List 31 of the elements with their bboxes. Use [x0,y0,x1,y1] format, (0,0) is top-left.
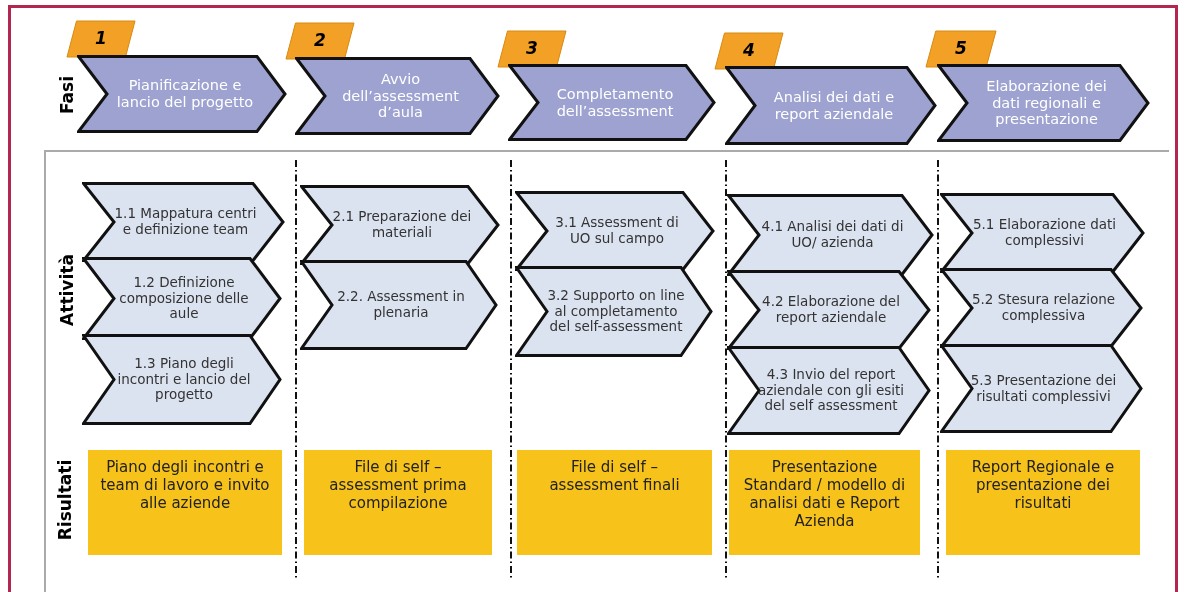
row-label: Fasi [56,76,79,114]
activity-step: 4.1 Analisi dei dati di UO/ azienda [727,194,934,276]
step-number-tab: 5 [925,30,997,68]
activity-step: 5.1 Elaborazione dati complessivi [940,193,1145,273]
activity-step: 4.2 Elaborazione del report aziendale [727,270,931,350]
activity-step: 1.1 Mappatura centri e definizione team [82,182,285,262]
row-label: Attività [56,254,79,326]
activity-step: 1.2 Definizione composizione delle aule [82,257,282,340]
activity-step: 1.3 Piano degli incontri e lancio del progetto [82,334,282,425]
result-box: Presentazione Standard / modello di analisi dati e Report Azienda [729,450,920,555]
step-number-tab: 4 [714,32,784,70]
result-box: File di self – assessment finali [517,450,712,555]
activity-step: 5.3 Presentazione dei risultati complessivi [940,344,1143,433]
step-number-tab: 3 [497,30,567,68]
phase-step: Avvio dell’assessment d’aula [295,57,500,135]
result-box: File di self – assessment prima compilazione [304,450,492,555]
phase-step: Completamento dell’assessment [508,64,716,141]
result-box: Report Regionale e presentazione dei risultati [946,450,1140,555]
activity-step: 2.1 Preparazione dei materiali [300,185,500,265]
phase-step: Pianificazione e lancio del progetto [77,55,287,133]
activity-step: 2.2. Assessment in plenaria [300,260,498,350]
row-label: Risultati [54,459,77,541]
activity-step: 3.2 Supporto on line al completamento del self-assessment [515,266,713,357]
phase-step: Elaborazione dei dati regionali e presentazione [937,64,1150,142]
result-box: Piano degli incontri e team di lavoro e invito alle aziende [88,450,282,555]
step-number-tab: 1 [66,20,136,58]
activity-step: 3.1 Assessment di UO sul campo [515,191,715,271]
activity-step: 5.2 Stesura relazione complessiva [940,268,1143,348]
phase-step: Analisi dei dati e report aziendale [725,66,937,145]
activity-step: 4.3 Invio del report aziendale con gli esiti del self assessment [727,346,931,435]
step-number-tab: 2 [285,22,355,60]
